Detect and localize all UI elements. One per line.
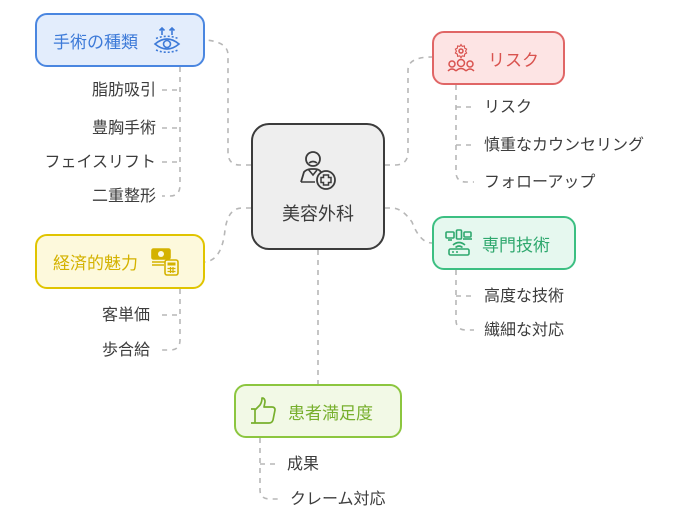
leaf-breast-augmentation[interactable]: 豊胸手術 <box>91 118 156 137</box>
leaf-commission[interactable]: 歩合給 <box>101 340 150 359</box>
branch-expertise[interactable]: 専門技術 <box>432 216 576 270</box>
branch-economic-appeal-label: 経済的魅力 <box>53 254 138 274</box>
branch-expertise-label: 専門技術 <box>482 235 550 256</box>
leaf-risk[interactable]: リスク <box>484 97 533 116</box>
connector-econ-children <box>162 289 181 351</box>
branch-economic-appeal[interactable]: 経済的魅力 <box>35 234 205 289</box>
money-calculator-icon <box>151 247 179 276</box>
connector-center-tech <box>385 207 433 244</box>
connector-tech-children <box>455 270 474 331</box>
branch-patient-satisfaction[interactable]: 患者満足度 <box>234 384 402 438</box>
branch-surgery-types[interactable]: 手術の種類 <box>35 13 205 67</box>
connector-center-surgery <box>205 39 251 166</box>
eye-lift-icon <box>153 26 181 54</box>
connector-risk-children <box>455 85 474 183</box>
leaf-liposuction[interactable]: 脂肪吸引 <box>91 80 156 99</box>
leaf-unit-price[interactable]: 客単価 <box>101 305 150 324</box>
connector-center-risk <box>385 56 433 166</box>
connector-center-economic <box>204 207 251 263</box>
central-topic-label: 美容外科 <box>282 203 354 225</box>
leaf-complaint-handling[interactable]: クレーム対応 <box>290 489 386 508</box>
leaf-follow-up[interactable]: フォローアップ <box>484 172 596 191</box>
doctor-plus-icon <box>300 150 336 190</box>
branch-surgery-types-label: 手術の種類 <box>53 32 138 53</box>
leaf-careful-counseling[interactable]: 慎重なカウンセリング <box>484 135 645 154</box>
leaf-results[interactable]: 成果 <box>287 454 320 473</box>
connector-surgery-children <box>162 67 181 197</box>
leaf-advanced-skill[interactable]: 高度な技術 <box>484 286 565 305</box>
branch-risk-label: リスク <box>488 50 539 71</box>
people-gear-icon <box>447 43 475 72</box>
leaf-delicate-care[interactable]: 繊細な対応 <box>484 320 565 339</box>
central-topic[interactable]: 美容外科 <box>251 123 385 250</box>
branch-risk[interactable]: リスク <box>432 31 565 85</box>
leaf-double-eyelid[interactable]: 二重整形 <box>91 186 156 205</box>
thumbs-up-icon <box>251 397 276 424</box>
branch-patient-satisfaction-label: 患者満足度 <box>288 403 373 424</box>
connector-sat-children <box>259 438 278 500</box>
network-devices-icon <box>445 229 472 256</box>
leaf-facelift[interactable]: フェイスリフト <box>44 152 156 171</box>
